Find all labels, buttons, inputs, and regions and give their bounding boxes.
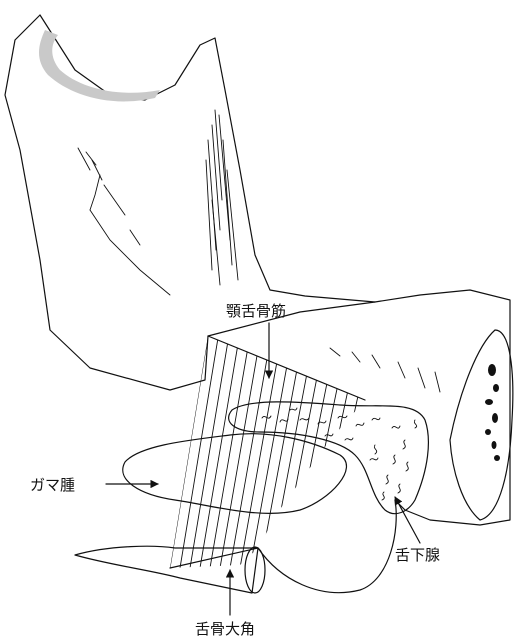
symphysis-section: [450, 330, 513, 520]
lingula-marks: [78, 148, 170, 295]
bone-pores: [485, 364, 500, 461]
label-geniohyoid-group: 顎舌骨筋: [226, 302, 286, 378]
label-ranula-group: ガマ腫: [30, 476, 158, 494]
label-hyoid-greater-horn: 舌骨大角: [195, 620, 255, 638]
mandible: [5, 15, 513, 525]
label-sublingual-gland: 舌下腺: [395, 546, 440, 564]
label-geniohyoid: 顎舌骨筋: [226, 302, 286, 320]
ranula: [123, 434, 347, 514]
muscle-upper-edge: [208, 336, 365, 400]
sublingual-gland: [229, 402, 429, 514]
muscle-fibers: [170, 336, 358, 568]
label-ranula: ガマ腫: [30, 476, 75, 494]
body-dashes: [330, 348, 440, 392]
coronoid-shading: [39, 30, 160, 101]
arrow-sublingual-gland: [395, 497, 420, 543]
muscle-lateral-edge: [258, 500, 396, 593]
